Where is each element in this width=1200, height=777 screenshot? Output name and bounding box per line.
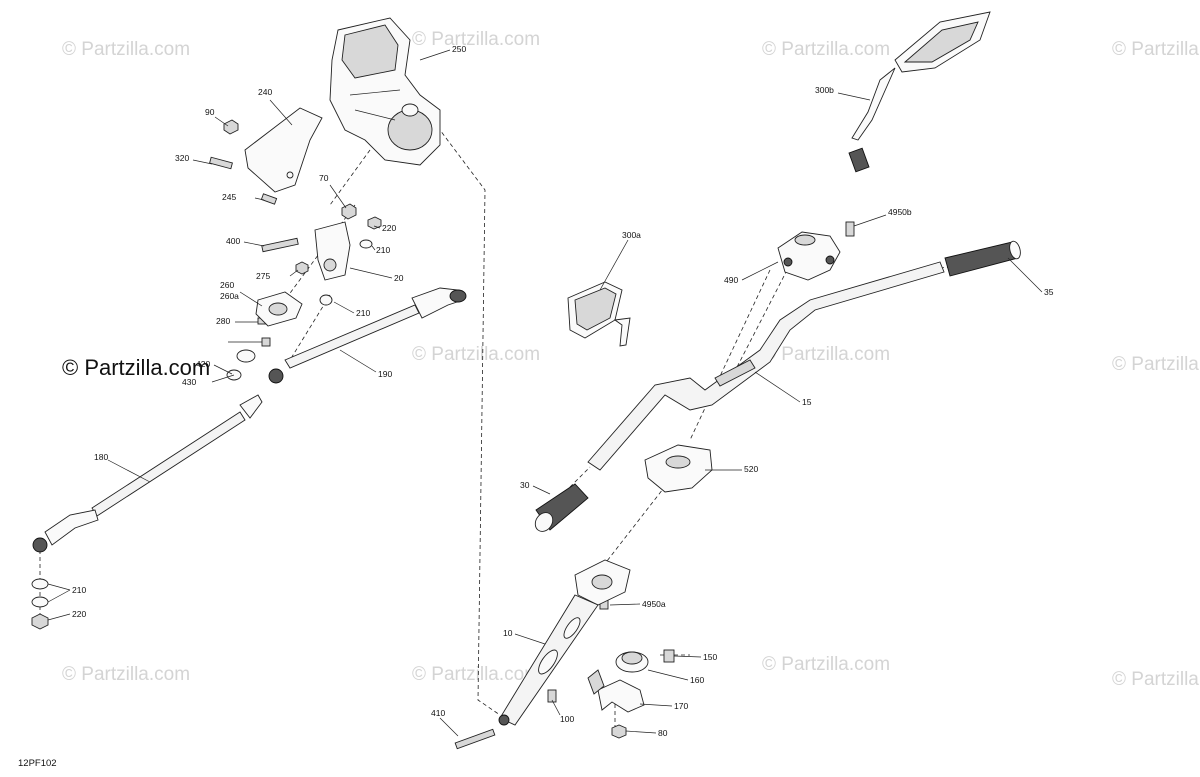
assembly-guide-lines — [39, 109, 1001, 735]
callout-10: 10 — [503, 628, 513, 638]
boot-plate — [255, 291, 303, 327]
callout-250: 250 — [452, 44, 466, 54]
watermark-text: © Partzilla.com — [412, 664, 540, 685]
callout-320: 320 — [175, 153, 189, 163]
callout-170: 170 — [674, 701, 688, 711]
callout-labels: 250 240 90 320 245 70 220 400 210 275 20… — [72, 44, 1054, 738]
watermark-text: © Partzilla.com — [62, 664, 190, 685]
watermark-text: © Partzilla.com — [762, 344, 890, 365]
grip-left — [534, 483, 589, 532]
callout-240: 240 — [258, 87, 272, 97]
callout-leader-lines — [47, 49, 1043, 737]
callout-260a: 260a — [220, 291, 239, 301]
watermark-text: © Partzilla.com — [62, 39, 190, 60]
callout-190: 190 — [378, 369, 392, 379]
watermark-text: © Partzilla.com — [762, 654, 890, 675]
upper-clamp — [777, 231, 841, 281]
diagram-code: 12PF102 — [18, 758, 57, 769]
watermark-text: © Partzilla.com — [412, 29, 540, 50]
steering-column — [498, 559, 631, 726]
watermark-text-dark: © Partzilla.com — [62, 355, 210, 380]
callout-90: 90 — [205, 107, 215, 117]
watermark-text: © Partzilla.com — [1112, 669, 1200, 690]
callout-100: 100 — [560, 714, 574, 724]
callout-4950a: 4950a — [642, 599, 666, 609]
watermark-layer: © Partzilla.com © Partzilla.com © Partzi… — [62, 29, 1200, 690]
callout-245: 245 — [222, 192, 236, 202]
callout-300b: 300b — [815, 85, 834, 95]
callout-20: 20 — [394, 273, 404, 283]
callout-430: 430 — [182, 377, 196, 387]
mirror-300b — [848, 11, 991, 173]
callout-30: 30 — [520, 480, 530, 490]
tie-rod-190 — [268, 287, 467, 384]
callout-70: 70 — [319, 173, 329, 183]
callout-210: 210 — [376, 245, 390, 255]
callout-220: 220 — [72, 609, 86, 619]
pitman-arm — [314, 221, 351, 281]
handlebar — [587, 261, 945, 471]
callout-490: 490 — [724, 275, 738, 285]
callout-180: 180 — [94, 452, 108, 462]
callout-520: 520 — [744, 464, 758, 474]
callout-400: 400 — [226, 236, 240, 246]
watermark-text: © Partzilla.com — [412, 344, 540, 365]
watermark-text: © Partzilla.com — [762, 39, 890, 60]
watermark-text: © Partzilla.com — [1112, 354, 1200, 375]
callout-275: 275 — [256, 271, 270, 281]
callout-410: 410 — [431, 708, 445, 718]
watermark-text: © Partzilla.com — [1112, 39, 1200, 60]
callout-4950b: 4950b — [888, 207, 912, 217]
power-steering-unit — [329, 17, 441, 166]
callout-80: 80 — [658, 728, 668, 738]
mirror-300a — [567, 281, 631, 347]
callout-35: 35 — [1044, 287, 1054, 297]
lower-clamp — [644, 444, 713, 493]
tie-rod-180 — [32, 394, 263, 553]
callout-300a: 300a — [622, 230, 641, 240]
callout-150: 150 — [703, 652, 717, 662]
mounting-bracket — [244, 107, 323, 193]
callout-420: 420 — [196, 359, 210, 369]
callout-210: 210 — [356, 308, 370, 318]
callout-15: 15 — [802, 397, 812, 407]
callout-210: 210 — [72, 585, 86, 595]
column-bushing — [587, 651, 649, 713]
grip-right — [944, 240, 1021, 277]
callout-280: 280 — [216, 316, 230, 326]
callout-160: 160 — [690, 675, 704, 685]
callout-220: 220 — [382, 223, 396, 233]
callout-260: 260 — [220, 280, 234, 290]
hardware-bolts-nuts — [31, 119, 855, 750]
